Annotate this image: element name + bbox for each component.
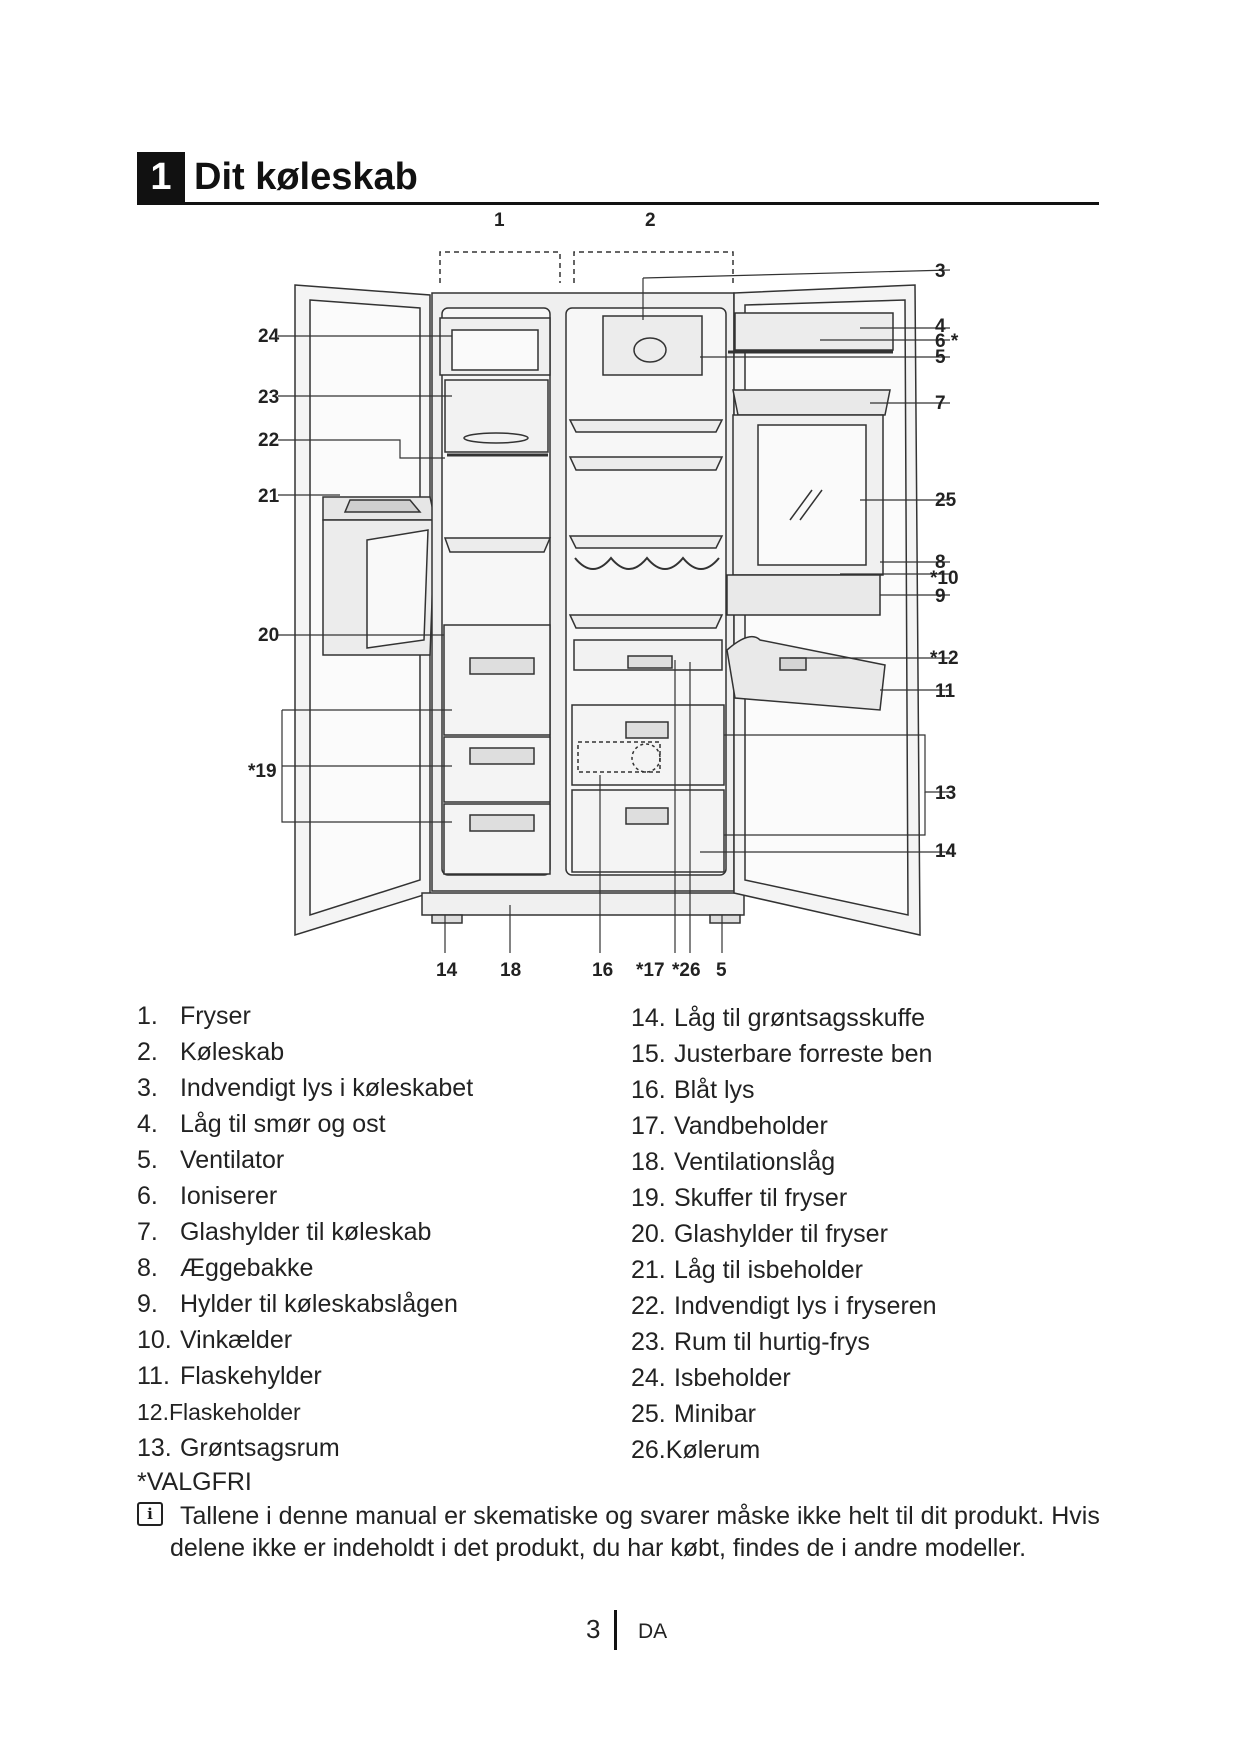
callout-14-right: 14 [935, 841, 957, 862]
callout-16: 16 [592, 960, 613, 981]
callout-11: 11 [935, 681, 956, 702]
callout-4: 4 [935, 316, 946, 337]
optional-note: *VALGFRI [137, 1468, 252, 1496]
legend-item: 24. Isbeholder [631, 1364, 791, 1392]
callout-23: 23 [258, 387, 279, 408]
callout-26: *26 [672, 960, 701, 981]
section-title: Dit køleskab [194, 156, 418, 198]
callout-9: 9 [935, 586, 946, 607]
callout-25: 25 [935, 490, 957, 511]
legend-item: 15. Justerbare forreste ben [631, 1040, 933, 1068]
callout-24: 24 [258, 326, 280, 347]
page-number: 3 [586, 1614, 601, 1644]
callout-20: 20 [258, 625, 279, 646]
legend-item: 21. Låg til isbeholder [631, 1256, 863, 1284]
callout-2: 2 [645, 210, 656, 231]
legend-item: 16. Blåt lys [631, 1076, 755, 1104]
callout-7: 7 [935, 393, 946, 414]
section-number: 1 [137, 152, 185, 202]
callout-10: *10 [930, 568, 959, 589]
refrigerator-diagram: 1 2 3 4 6 * 5 7 25 8 *10 9 *12 11 13 14 … [248, 210, 959, 981]
footer-divider [614, 1610, 617, 1650]
legend-item: 5. Ventilator [137, 1146, 285, 1174]
callout-3: 3 [935, 261, 946, 282]
legend-item: 7. Glashylder til køleskab [137, 1218, 432, 1246]
legend-item: 1. Fryser [137, 1002, 251, 1030]
info-icon: i [137, 1502, 163, 1526]
callout-5-bottom: 5 [716, 960, 727, 981]
callout-17: *17 [636, 960, 665, 981]
legend-item: 6. Ioniserer [137, 1182, 278, 1210]
callout-22: 22 [258, 430, 279, 451]
callout-1: 1 [494, 210, 505, 231]
legend-item: 12.Flaskeholder [137, 1399, 301, 1425]
legend-right: 14. Låg til grøntsagsskuffe 15. Justerba… [631, 1000, 937, 1468]
legend-item: 18. Ventilationslåg [631, 1148, 836, 1176]
legend-item: 10. Vinkælder [137, 1326, 293, 1354]
legend-item: 3. Indvendigt lys i køleskabet [137, 1074, 474, 1102]
legend-item: 11. Flaskehylder [137, 1362, 322, 1390]
legend-item: 13. Grøntsagsrum [137, 1434, 340, 1462]
language-code: DA [638, 1620, 668, 1643]
legend-item: 22. Indvendigt lys i fryseren [631, 1292, 937, 1320]
legend-item: 25. Minibar [631, 1400, 756, 1428]
legend-item: 9. Hylder til køleskabslågen [137, 1290, 458, 1318]
legend-item: 2. Køleskab [137, 1038, 285, 1066]
callout-8: 8 [935, 552, 946, 573]
legend-item: 4. Låg til smør og ost [137, 1110, 386, 1138]
legend-item: 19. Skuffer til fryser [631, 1184, 848, 1212]
callout-19: *19 [248, 761, 277, 782]
legend-item: 23. Rum til hurtig-frys [631, 1328, 870, 1356]
callout-5: 5 [935, 347, 946, 368]
legend-item: 17. Vandbeholder [631, 1112, 828, 1140]
callout-13: 13 [935, 783, 956, 804]
callout-6: 6 * [935, 331, 959, 352]
legend-item: 26.Kølerum [631, 1436, 761, 1464]
callout-12: *12 [930, 648, 959, 669]
callout-18: 18 [500, 960, 521, 981]
callout-14-bottom: 14 [436, 960, 458, 981]
legend-item: 8. Æggebakke [137, 1254, 314, 1282]
legend-item: 14. Låg til grøntsagsskuffe [631, 1004, 926, 1032]
legend-left: 1. Fryser 2. Køleskab 3. Indvendigt lys … [137, 998, 473, 1466]
callout-21: 21 [258, 486, 280, 507]
info-text: Tallene i denne manual er skematiske og … [170, 1502, 1100, 1562]
section-header: 1 Dit køleskab [137, 150, 1099, 205]
legend-item: 20. Glashylder til fryser [631, 1220, 888, 1248]
